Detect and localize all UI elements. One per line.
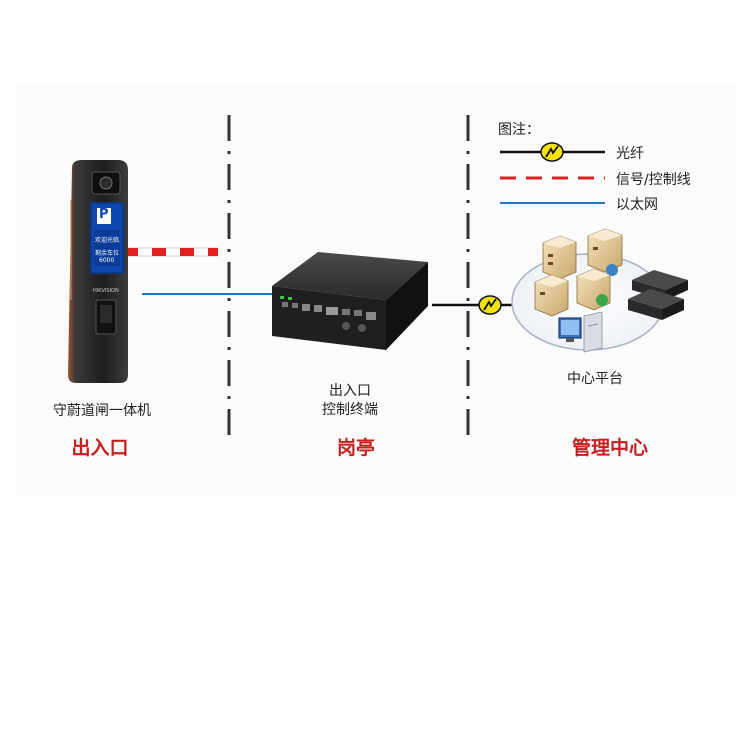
gate-pillar (68, 160, 128, 383)
gate-screen-parking-symbol: P (99, 207, 109, 222)
workstation-icon (558, 311, 603, 353)
gate-device-label: 守蔚道闸一体机 (53, 403, 151, 419)
legend-ethernet-label: 以太网 (616, 197, 658, 213)
control-terminal-device (272, 252, 428, 350)
section-title-management: 管理中心 (571, 437, 649, 459)
server-icon (587, 228, 623, 276)
legend-title: 图注： (498, 122, 540, 138)
server-icon (534, 274, 569, 317)
legend-fiber-symbol (500, 142, 605, 162)
server-icon (542, 235, 577, 280)
section-title-entrance: 出入口 (71, 437, 129, 459)
center-platform-label: 中心平台 (567, 371, 623, 387)
storage-device-icon (628, 289, 684, 320)
control-terminal-label-line1: 出入口 (329, 383, 371, 399)
server-icon (576, 268, 611, 311)
legend-signal-label: 信号/控制线 (616, 172, 691, 188)
center-platform-group (511, 228, 665, 353)
gate-screen-spaces-count: 6000 (99, 257, 115, 264)
fiber-link-terminal-to-center (432, 295, 515, 315)
gate-brand-logo: HIKVISION (93, 288, 119, 294)
legend-fiber-label: 光纤 (616, 146, 644, 162)
control-terminal-label-line2: 控制终端 (322, 402, 378, 418)
barrier-arm (121, 247, 219, 257)
gate-screen-welcome: 欢迎光临 (95, 237, 120, 244)
section-title-booth: 岗亭 (336, 437, 376, 459)
gate-screen-spaces-label: 剩余车位 (95, 250, 120, 257)
